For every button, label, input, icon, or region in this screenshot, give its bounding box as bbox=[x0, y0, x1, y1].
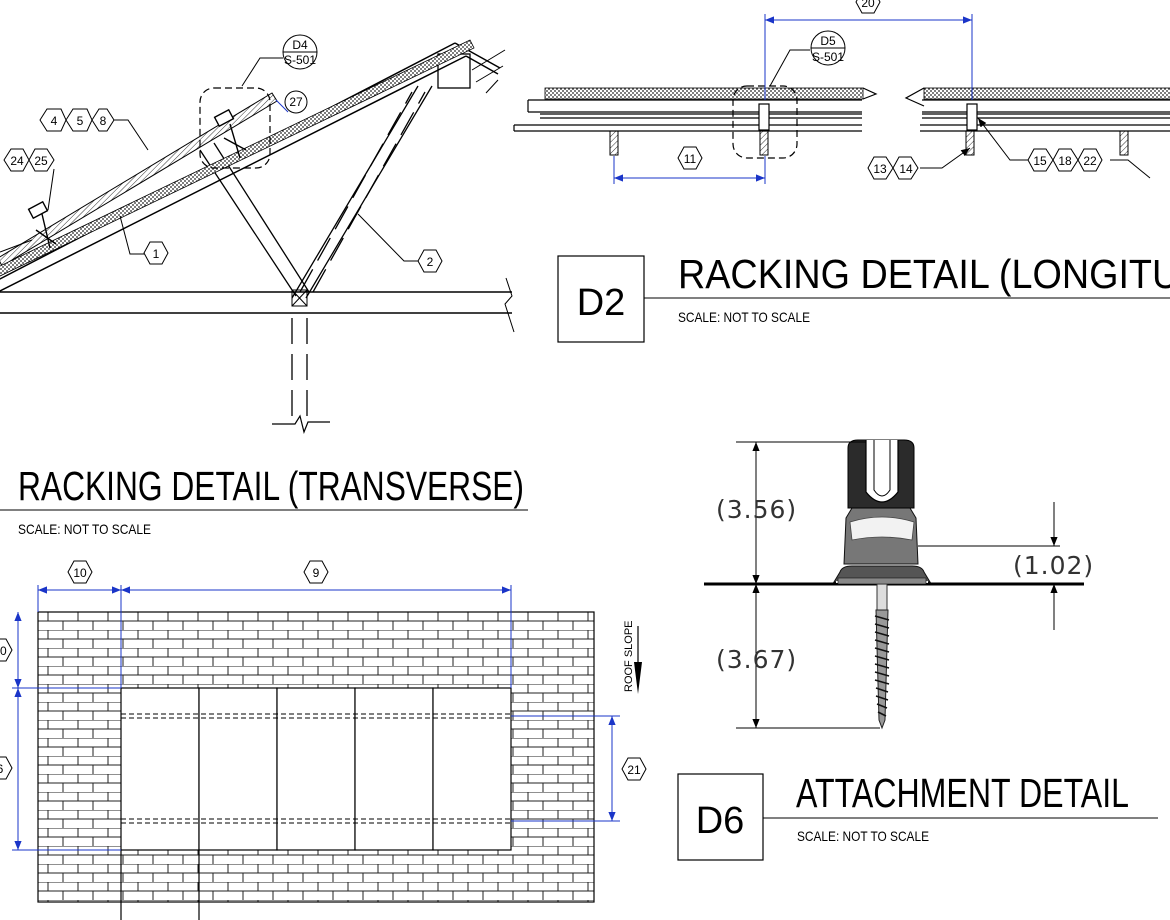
module-array bbox=[120, 687, 512, 851]
callout-hex-20 bbox=[855, 0, 881, 14]
callout-hex-21 bbox=[621, 757, 647, 781]
detail-id-box-d2 bbox=[557, 255, 645, 343]
callout-9: 9 bbox=[313, 566, 320, 580]
callout-18: 18 bbox=[1058, 154, 1072, 168]
callout-21: 21 bbox=[627, 763, 641, 777]
callout-2: 2 bbox=[427, 255, 434, 269]
solar-module-profile bbox=[0, 39, 475, 277]
rails bbox=[121, 713, 511, 824]
ref-sheet-d4: S-501 bbox=[284, 53, 316, 67]
detail-id-d2: D2 bbox=[577, 282, 626, 324]
ref-sheet-d5: S-501 bbox=[812, 50, 844, 64]
callout-hex-11 bbox=[677, 146, 703, 170]
callout-hex-10-side bbox=[0, 638, 13, 662]
roof-slope-arrow bbox=[634, 626, 642, 694]
callout-27: 27 bbox=[289, 95, 303, 109]
dimension-lines-plan bbox=[12, 585, 620, 851]
callout-circle-27 bbox=[284, 90, 308, 114]
roof-plan-view: 10 9 10 6 21 ROOF SLOPE bbox=[0, 560, 647, 920]
rail-clamps bbox=[27, 108, 247, 249]
callout-chain-15-18-22 bbox=[1027, 148, 1103, 172]
callout-5: 5 bbox=[77, 114, 84, 128]
leader-lines-longitudinal bbox=[920, 117, 1151, 179]
callout-1: 1 bbox=[153, 247, 160, 261]
callout-hex-9 bbox=[303, 560, 329, 584]
callout-hex-2 bbox=[417, 249, 443, 273]
dimension-lines-attachment bbox=[736, 441, 1060, 729]
callout-8: 8 bbox=[100, 114, 107, 128]
dim-3-67: (3.67) bbox=[716, 645, 797, 674]
callout-chain-24-25 bbox=[3, 148, 55, 172]
ref-tag-d4: D4 S-501 bbox=[241, 34, 318, 87]
ref-detail-d4: D4 bbox=[292, 38, 308, 52]
longitudinal-scale: SCALE: NOT TO SCALE bbox=[678, 309, 810, 325]
dim-3-56: (3.56) bbox=[716, 495, 797, 524]
dimension-lines-longitudinal bbox=[613, 14, 973, 184]
attachment-scale: SCALE: NOT TO SCALE bbox=[797, 828, 929, 844]
callout-24: 24 bbox=[10, 154, 24, 168]
transverse-view: D4 S-501 4 5 8 24 25 27 1 2 RACKING DETA… bbox=[0, 34, 528, 537]
callout-6: 6 bbox=[0, 762, 4, 776]
detail-id-d6: D6 bbox=[696, 800, 745, 842]
rafter-lines bbox=[120, 850, 200, 920]
callout-25: 25 bbox=[34, 154, 48, 168]
leader-lines-transverse bbox=[0, 99, 421, 262]
callout-15: 15 bbox=[1033, 154, 1047, 168]
attachment-title: ATTACHMENT DETAIL bbox=[796, 770, 1129, 816]
longitudinal-title: RACKING DETAIL (LONGITUDINAL) bbox=[678, 251, 1170, 297]
callout-13: 13 bbox=[873, 162, 887, 176]
ref-detail-d5: D5 bbox=[820, 34, 836, 48]
detail-bubble-d4 bbox=[199, 87, 271, 169]
attachment-foot bbox=[833, 439, 931, 585]
callout-14: 14 bbox=[899, 162, 913, 176]
callout-hex-10-top bbox=[67, 560, 93, 584]
callout-hex-6 bbox=[0, 756, 13, 780]
attachment-view: (3.56) (1.02) (3.67) D6 ATTACHMENT DETAI… bbox=[677, 439, 1158, 861]
transverse-scale: SCALE: NOT TO SCALE bbox=[18, 521, 151, 537]
lag-bolt bbox=[874, 583, 890, 730]
callout-10-top: 10 bbox=[73, 566, 87, 580]
transverse-title: RACKING DETAIL (TRANSVERSE) bbox=[18, 463, 524, 509]
callout-20: 20 bbox=[861, 0, 875, 10]
callout-22: 22 bbox=[1083, 154, 1097, 168]
callout-chain-4-5-8 bbox=[39, 108, 115, 132]
callout-chain-13-14 bbox=[867, 156, 919, 180]
dim-1-02: (1.02) bbox=[1013, 551, 1094, 580]
callout-hex-1 bbox=[143, 241, 169, 265]
roof-slope-label: ROOF SLOPE bbox=[623, 620, 635, 692]
longitudinal-view: D5 S-501 20 11 13 14 15 18 22 D2 RACKIN bbox=[513, 0, 1170, 343]
module-rail-section bbox=[513, 87, 1170, 156]
callout-4: 4 bbox=[51, 114, 58, 128]
callout-10-side: 10 bbox=[0, 644, 7, 658]
detail-id-box-d6 bbox=[677, 773, 764, 861]
ref-tag-d5: D5 S-501 bbox=[769, 30, 846, 87]
callout-11: 11 bbox=[684, 152, 697, 166]
